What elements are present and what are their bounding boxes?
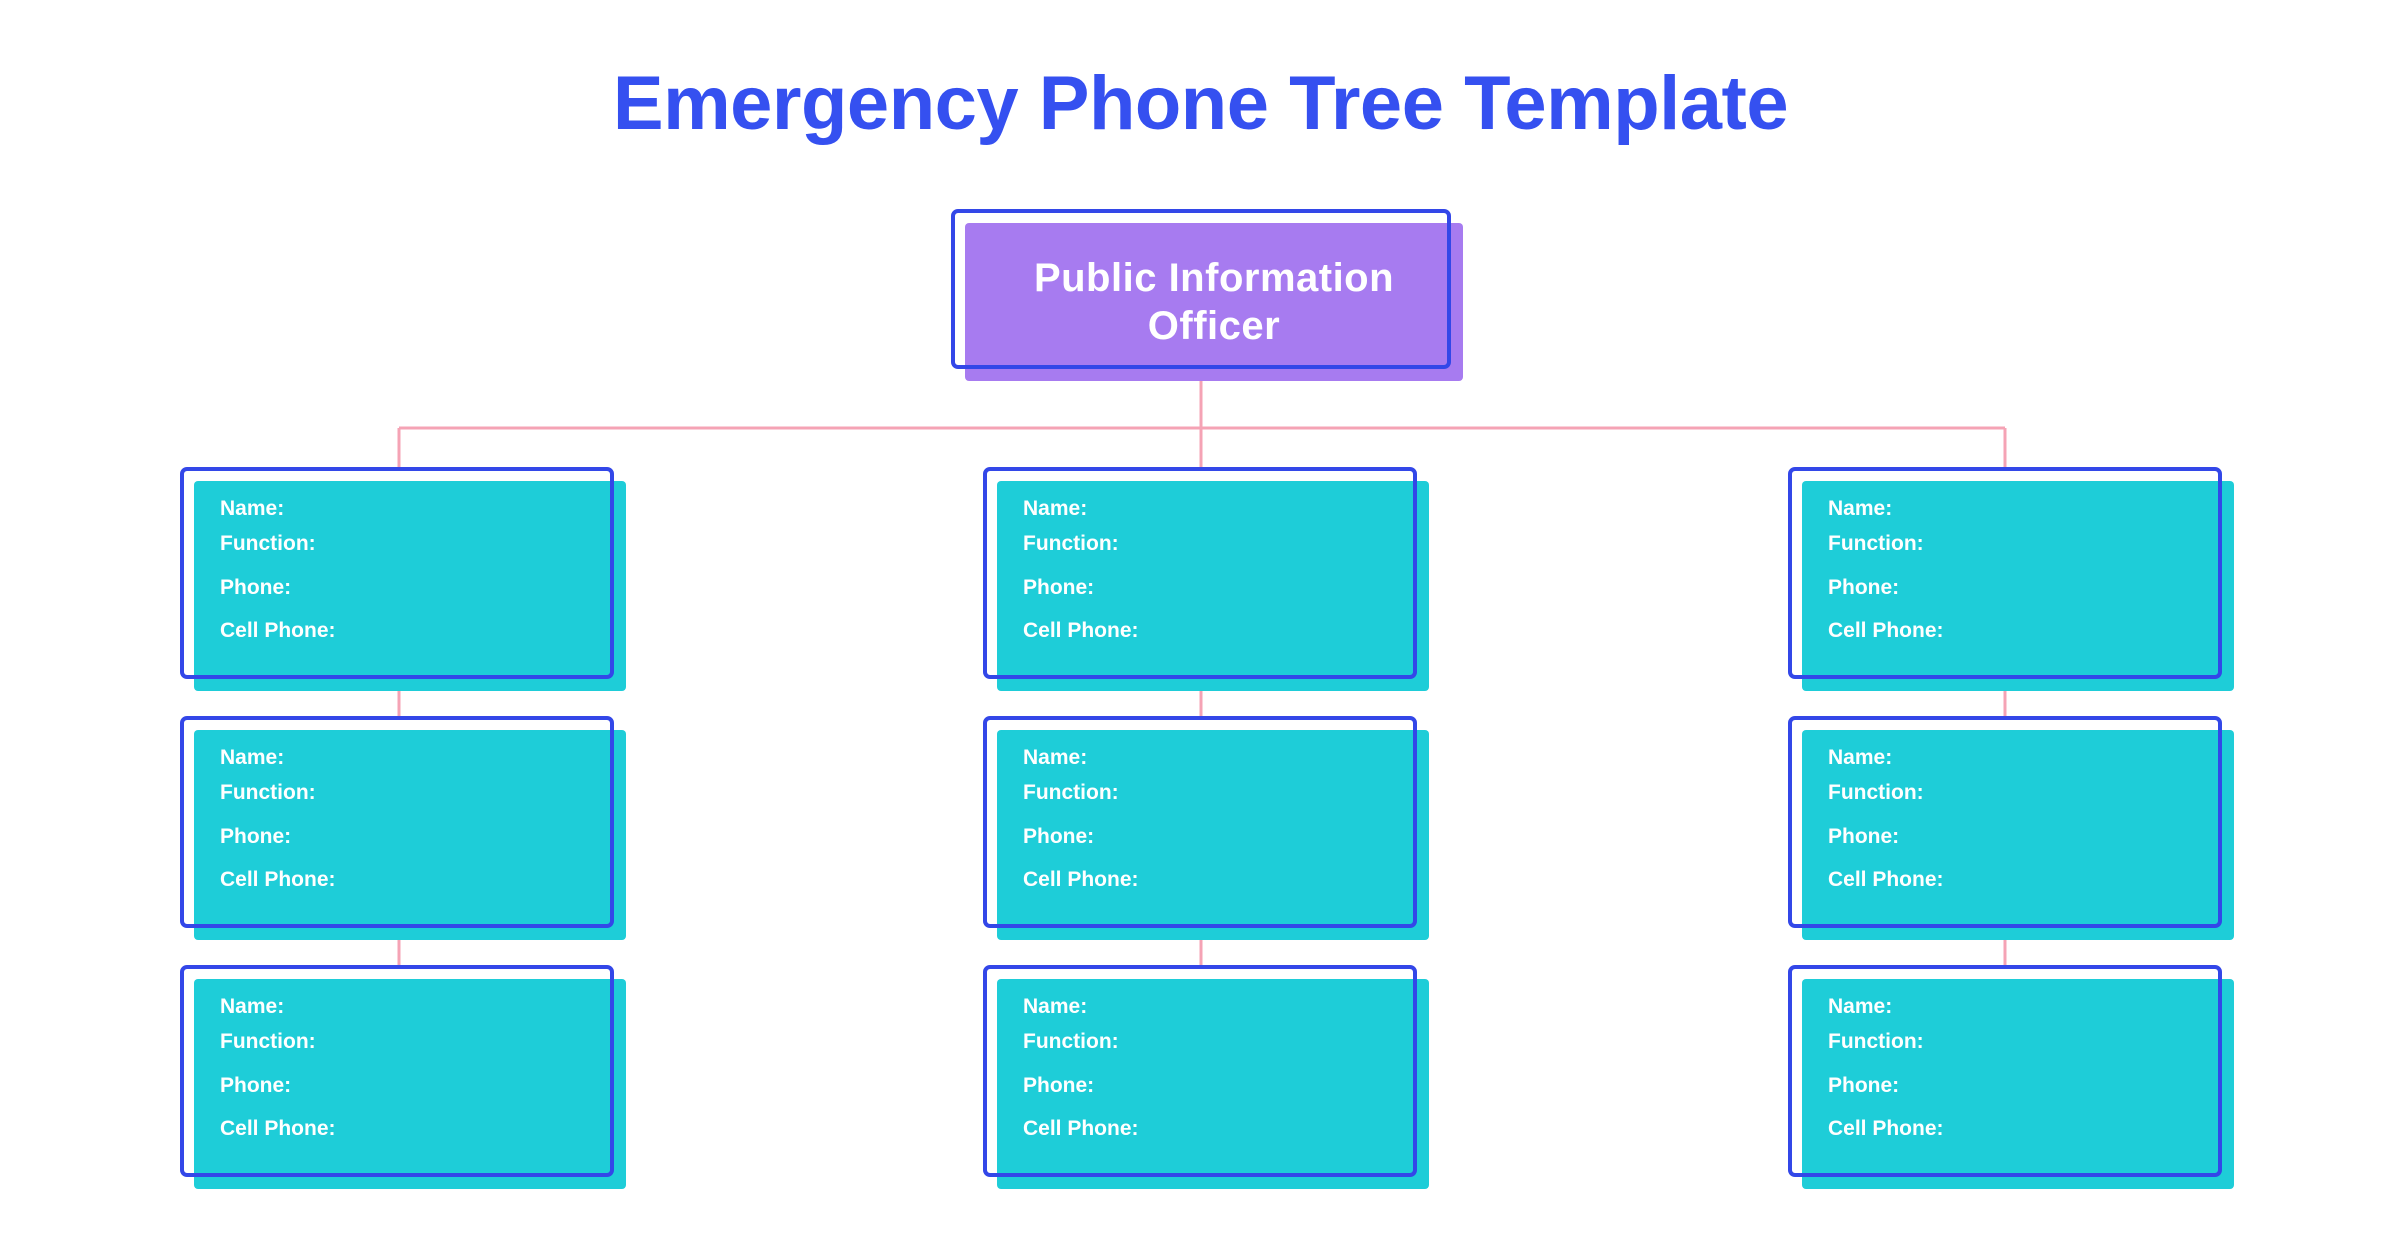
root-node-outline xyxy=(951,209,1451,369)
page-title: Emergency Phone Tree Template xyxy=(612,61,1789,146)
root-node: Public Information Officer xyxy=(951,209,1463,381)
function-label: Function: xyxy=(220,532,316,555)
contact-card-fill xyxy=(997,730,1429,940)
name-label: Name: xyxy=(1828,995,1893,1018)
phone-label: Phone: xyxy=(1023,825,1095,848)
cell-phone-label: Cell Phone: xyxy=(1023,868,1139,891)
name-label: Name: xyxy=(1828,746,1893,769)
cell-phone-label: Cell Phone: xyxy=(1828,619,1944,642)
contact-card-outline xyxy=(180,716,614,928)
contact-card-outline xyxy=(180,467,614,679)
phone-label: Phone: xyxy=(1023,1074,1095,1097)
phone-label: Phone: xyxy=(220,576,292,599)
cell-phone-label: Cell Phone: xyxy=(220,868,336,891)
contact-card-outline xyxy=(1788,467,2222,679)
function-label: Function: xyxy=(1828,532,1924,555)
contact-card-fill xyxy=(194,481,626,691)
contact-card: Name: Function: Phone: Cell Phone: xyxy=(180,467,626,691)
contact-card-outline xyxy=(1788,716,2222,928)
phone-label: Phone: xyxy=(1023,576,1095,599)
name-label: Name: xyxy=(1828,497,1893,520)
name-label: Name: xyxy=(1023,746,1088,769)
function-label: Function: xyxy=(1023,532,1119,555)
contact-card: Name: Function: Phone: Cell Phone: xyxy=(180,716,626,940)
function-label: Function: xyxy=(220,1030,316,1053)
function-label: Function: xyxy=(1828,781,1924,804)
contact-card-outline xyxy=(983,716,1417,928)
cell-phone-label: Cell Phone: xyxy=(1023,1117,1139,1140)
function-label: Function: xyxy=(220,781,316,804)
contact-card-outline xyxy=(983,965,1417,1177)
contact-card: Name: Function: Phone: Cell Phone: xyxy=(983,716,1429,940)
contact-card-outline xyxy=(180,965,614,1177)
contact-card-fill xyxy=(1802,730,2234,940)
name-label: Name: xyxy=(220,995,285,1018)
function-label: Function: xyxy=(1023,781,1119,804)
contact-card-outline xyxy=(983,467,1417,679)
phone-label: Phone: xyxy=(220,825,292,848)
phone-label: Phone: xyxy=(220,1074,292,1097)
contact-card-fill xyxy=(194,979,626,1189)
contact-card-fill xyxy=(997,481,1429,691)
cell-phone-label: Cell Phone: xyxy=(220,619,336,642)
contact-card: Name: Function: Phone: Cell Phone: xyxy=(180,965,626,1189)
contact-card: Name: Function: Phone: Cell Phone: xyxy=(1788,716,2234,940)
contact-card: Name: Function: Phone: Cell Phone: xyxy=(1788,467,2234,691)
contact-card: Name: Function: Phone: Cell Phone: xyxy=(1788,965,2234,1189)
contact-card-outline xyxy=(1788,965,2222,1177)
phone-label: Phone: xyxy=(1828,825,1900,848)
contact-card: Name: Function: Phone: Cell Phone: xyxy=(983,965,1429,1189)
contact-card-fill xyxy=(1802,979,2234,1189)
function-label: Function: xyxy=(1023,1030,1119,1053)
name-label: Name: xyxy=(1023,497,1088,520)
phone-label: Phone: xyxy=(1828,576,1900,599)
cell-phone-label: Cell Phone: xyxy=(1023,619,1139,642)
phone-label: Phone: xyxy=(1828,1074,1900,1097)
name-label: Name: xyxy=(220,497,285,520)
name-label: Name: xyxy=(220,746,285,769)
contact-card-fill xyxy=(1802,481,2234,691)
cell-phone-label: Cell Phone: xyxy=(1828,868,1944,891)
name-label: Name: xyxy=(1023,995,1088,1018)
root-node-label: Public Information Officer xyxy=(1033,256,1395,348)
cell-phone-label: Cell Phone: xyxy=(220,1117,336,1140)
contact-card-fill xyxy=(194,730,626,940)
root-node-fill xyxy=(965,223,1463,381)
cell-phone-label: Cell Phone: xyxy=(1828,1117,1944,1140)
contact-card: Name: Function: Phone: Cell Phone: xyxy=(983,467,1429,691)
contact-card-fill xyxy=(997,979,1429,1189)
function-label: Function: xyxy=(1828,1030,1924,1053)
